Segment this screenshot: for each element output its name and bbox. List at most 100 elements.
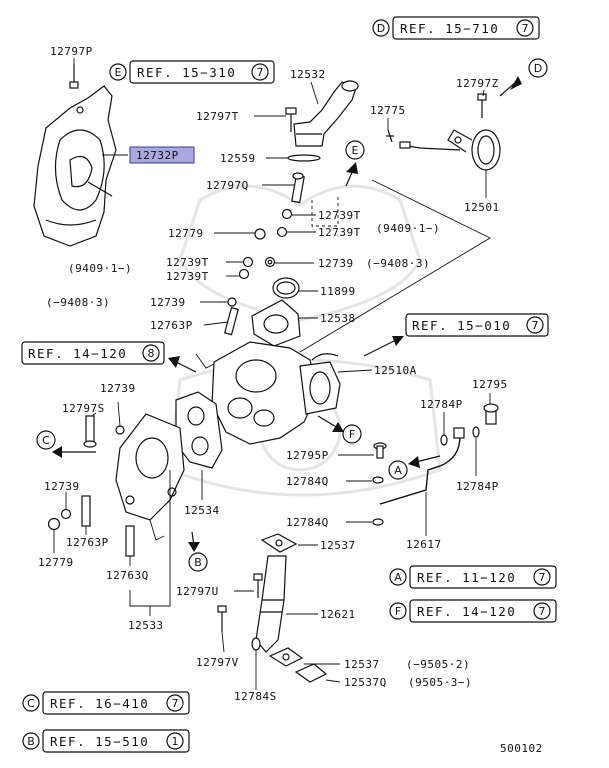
nut-12739T-b: [276, 226, 288, 238]
ref-box-d[interactable]: D REF. 15−710 7: [372, 16, 540, 40]
leader-lines: [53, 58, 491, 690]
ref-box-15-010[interactable]: REF. 15−010 7: [405, 313, 549, 337]
svg-text:1: 1: [172, 735, 179, 748]
marker-a: A: [394, 464, 402, 477]
nut-12779: [254, 228, 266, 240]
washer-12739-a: [264, 256, 276, 268]
label-12538: 12538: [320, 312, 356, 325]
label-12763P-b: 12763P: [66, 536, 109, 549]
bolt-12797S: [83, 415, 97, 448]
bolt-12795P: [373, 442, 387, 459]
label-12533: 12533: [128, 619, 164, 632]
nut-12739T-a: [281, 208, 293, 220]
washer-12739-c: [115, 425, 125, 435]
label-12537Q: 12537Q: [344, 676, 387, 689]
svg-text:B: B: [27, 735, 35, 748]
stud-12763P-b: [81, 495, 91, 527]
svg-text:7: 7: [257, 66, 264, 79]
label-12739-a: 12739: [318, 257, 354, 270]
svg-text:A: A: [394, 571, 402, 584]
clip-12775: [386, 129, 394, 143]
pipe-12532: [293, 80, 359, 147]
label-12797Z: 12797Z: [456, 77, 499, 90]
svg-text:C: C: [27, 697, 35, 710]
svg-text:7: 7: [539, 605, 546, 618]
label-12532: 12532: [290, 68, 326, 81]
label-12795P: 12795P: [286, 449, 329, 462]
svg-text:REF. 15−710: REF. 15−710: [400, 21, 499, 36]
wastegate-actuator-12501: [407, 129, 501, 171]
label-12795: 12795: [472, 378, 508, 391]
ref-box-c[interactable]: C REF. 16−410 7: [22, 691, 190, 715]
gasket-12559: [287, 154, 321, 162]
marker-f: F: [349, 428, 355, 441]
label-12784Q-a: 12784Q: [286, 475, 329, 488]
svg-text:D: D: [377, 22, 385, 35]
label-12739-d: 12739: [44, 480, 80, 493]
label-12784S: 12784S: [234, 690, 277, 703]
bolt-12797V: [217, 605, 227, 632]
oil-return-pipe-12621: [255, 555, 287, 653]
washer-12739-b: [227, 297, 237, 307]
label-12534: 12534: [184, 504, 220, 517]
ref-box-f[interactable]: F REF. 14−120 7: [389, 599, 557, 623]
diagram-number: 500102: [500, 742, 543, 755]
nut-12739T-c: [242, 256, 254, 268]
gasket-12537-b: [268, 647, 304, 667]
label-12739T-c: 12739T: [166, 256, 209, 269]
label-12537-a: 12537: [320, 539, 356, 552]
turbocharger-12510A: [211, 341, 341, 445]
stud-12763P-a: [224, 306, 239, 336]
svg-text:8: 8: [148, 347, 155, 360]
ref-box-b[interactable]: B REF. 15−510 1: [22, 729, 190, 753]
bolt-12797Z: [477, 93, 487, 118]
ref-box-e[interactable]: E REF. 15−310 7: [109, 60, 275, 84]
label-12739-b: 12739: [150, 296, 186, 309]
label-12797Q: 12797Q: [206, 179, 249, 192]
label-12739T-d: 12739T: [166, 270, 209, 283]
marker-c: C: [42, 434, 50, 447]
washer-12784P-b: [472, 426, 480, 438]
marker-d: D: [534, 62, 542, 75]
exhaust-elbow-12533: [115, 413, 185, 521]
washer-12784P-a: [440, 434, 448, 446]
label-12779-bot: 12779: [38, 556, 74, 569]
nut-12779-b: [47, 517, 61, 531]
washer-12739-d: [60, 508, 72, 520]
label-12784Q-b: 12784Q: [286, 516, 329, 529]
label-12797V: 12797V: [196, 656, 239, 669]
svg-text:E: E: [115, 66, 122, 79]
direction-arrows: [52, 76, 522, 552]
part-number-labels: 12797P 12532 12797T 12797Z 12775 12559 1…: [38, 45, 543, 755]
label-12510A: 12510A: [374, 364, 417, 377]
svg-text:7: 7: [532, 319, 539, 332]
svg-text:REF. 11−120: REF. 11−120: [417, 570, 516, 585]
label-12797S: 12797S: [62, 402, 105, 415]
label-12784P-b: 12784P: [456, 480, 499, 493]
label-12739T-b: 12739T: [318, 226, 361, 239]
label-11899: 11899: [320, 285, 356, 298]
label-12797U: 12797U: [176, 585, 219, 598]
label-12621: 12621: [320, 608, 356, 621]
marker-b: B: [194, 556, 202, 569]
label-12775: 12775: [370, 104, 406, 117]
note-9505-2: (−9505·2): [406, 658, 470, 671]
stud-12763Q: [125, 525, 135, 557]
washer-12784Q-a: [372, 476, 384, 484]
nut-12739T-d: [238, 268, 250, 280]
oil-feed-pipe-12617: [379, 427, 465, 505]
label-12763Q: 12763Q: [106, 569, 149, 582]
label-12739-c: 12739: [100, 382, 136, 395]
bolt-12797T: [285, 107, 297, 132]
label-12732P[interactable]: 12732P: [136, 149, 179, 162]
ref-box-14-120-8[interactable]: REF. 14−120 8: [21, 341, 165, 365]
label-12763P-a: 12763P: [150, 319, 193, 332]
svg-text:7: 7: [172, 697, 179, 710]
svg-text:REF. 16−410: REF. 16−410: [50, 696, 149, 711]
label-12537-b: 12537: [344, 658, 380, 671]
ref-box-a[interactable]: A REF. 11−120 7: [389, 565, 557, 589]
highlight-box: [129, 146, 195, 164]
label-12784P-a: 12784P: [420, 398, 463, 411]
hose-end: [399, 141, 411, 149]
